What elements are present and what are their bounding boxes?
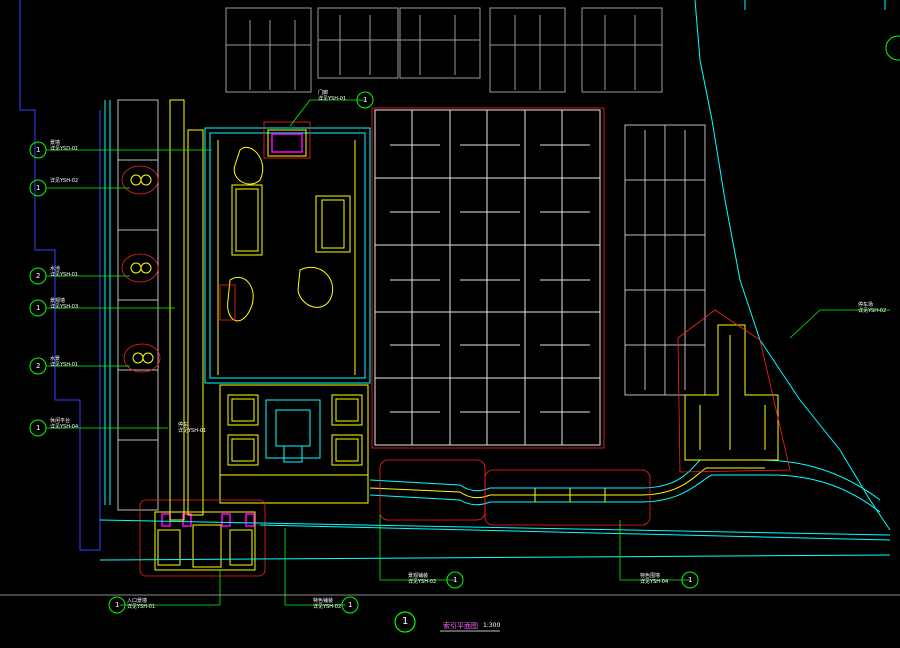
callout-label: 水景详见YSH-01: [50, 356, 79, 368]
callout-label: 详见YSH-02: [50, 178, 79, 184]
central-garden: [204, 127, 371, 384]
callout-number: 1: [36, 304, 41, 312]
title-number: 1: [402, 616, 409, 627]
callout-number: 1: [115, 601, 120, 609]
pavilion-zone: [263, 121, 311, 159]
garden-features: [217, 129, 356, 375]
site-boundary: [19, 0, 101, 551]
parking-lot: [684, 324, 779, 461]
callout-number: 2: [36, 362, 41, 370]
west-buildings: [117, 99, 159, 511]
drawing-title: 索引平面图: [443, 622, 478, 630]
plaza-center: [265, 399, 321, 463]
parking-zone: [677, 309, 791, 473]
entrance-gate: [154, 511, 256, 571]
north-marker: [885, 35, 900, 61]
south-zone: [379, 459, 486, 521]
callout-label: 水池详见YSH-01: [50, 266, 79, 278]
callout-label: 门廊详见YSH-01: [318, 90, 347, 102]
callout-number: 1: [363, 96, 368, 104]
callout-markers: [29, 91, 699, 614]
west-paving: [104, 100, 111, 505]
callout-label: 景观铺装详见YSH-02: [408, 573, 437, 585]
south-paving: [369, 467, 765, 502]
residential-zone: [371, 107, 605, 449]
west-zones: [121, 165, 236, 373]
residential-block: [374, 109, 601, 446]
callout-label: 特色铺装详见YSH-02: [313, 598, 342, 610]
callout-label: 特色围墙详见YSH-04: [640, 573, 669, 585]
title-marker: [394, 611, 416, 633]
callout-label: 景观墙详见YSH-03: [50, 298, 79, 310]
north-buildings: [225, 7, 663, 93]
callout-number: 1: [688, 576, 693, 584]
callout-number: 1: [453, 576, 458, 584]
plaza: [219, 384, 369, 504]
east-building: [624, 124, 706, 396]
pavilion-accent: [271, 133, 303, 153]
callout-label: 停车详见YSH-01: [178, 422, 207, 434]
drawing-scale: 1:300: [483, 622, 501, 629]
path-zone: [484, 469, 651, 526]
leader-lines: [46, 99, 890, 606]
callout-number: 1: [348, 601, 353, 609]
callout-number: 1: [36, 146, 41, 154]
callout-label: 休闲平台详见YSH-04: [50, 418, 79, 430]
callout-label: 停车场详见YSH-02: [858, 302, 887, 314]
callout-number: 2: [36, 272, 41, 280]
callout-label: 入口景墙详见YSH-01: [127, 598, 156, 610]
west-features: [130, 99, 204, 521]
callout-label: 景墙详见YSD-01: [50, 140, 79, 152]
callout-number: 1: [36, 424, 41, 432]
road-edge: [694, 0, 891, 531]
callout-number: 1: [36, 184, 41, 192]
south-roads: [99, 459, 891, 561]
